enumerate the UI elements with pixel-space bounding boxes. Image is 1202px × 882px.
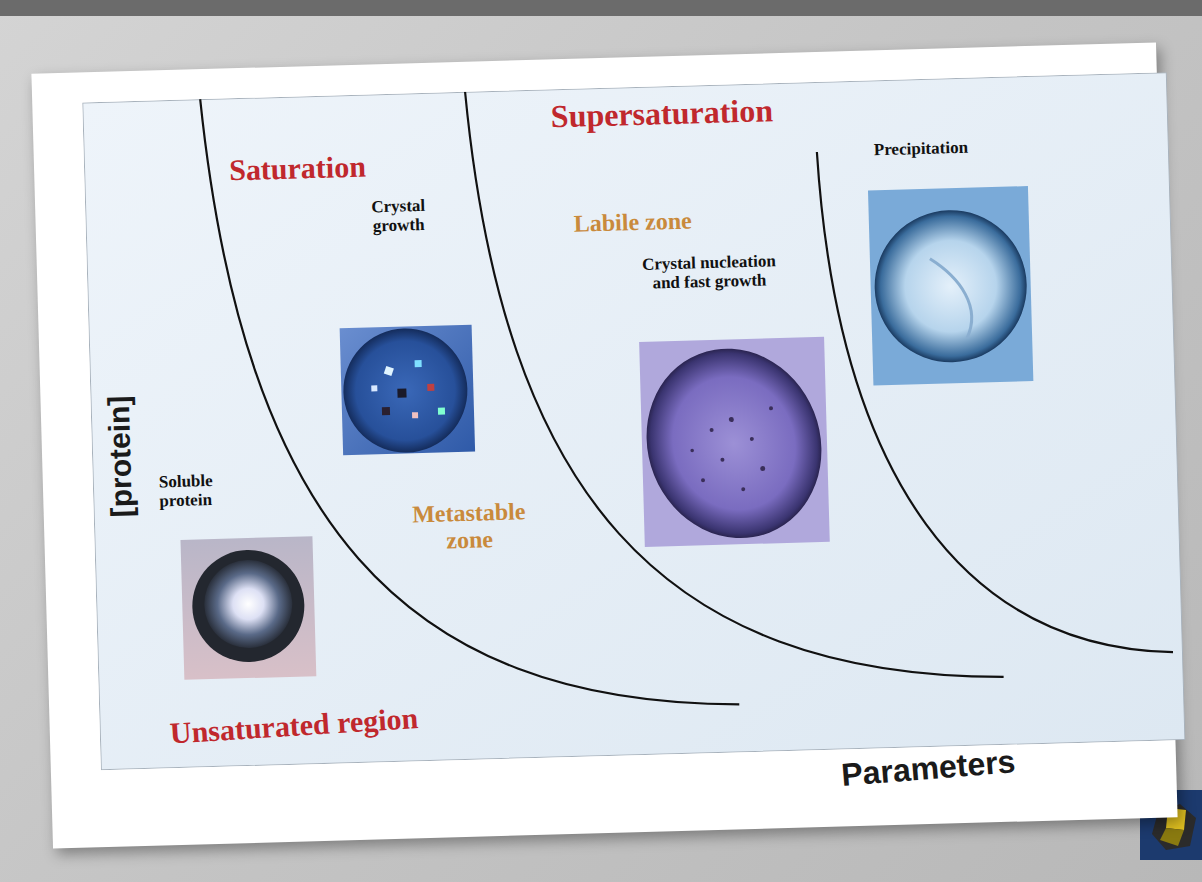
- slide-card: SupersaturationSaturation PrecipitationLa…: [31, 42, 1177, 848]
- nucleation-photo: [617, 321, 851, 567]
- supersolubility-curve: [465, 77, 1004, 691]
- panel-ground: [83, 73, 1185, 770]
- zone-name: Metastable zone: [398, 498, 539, 556]
- solubility-curves: [200, 72, 1174, 718]
- precipitation-photo: [868, 186, 1033, 385]
- photo-caption: Soluble protein: [159, 470, 242, 510]
- zone-heading: Saturation: [229, 150, 367, 187]
- photo-caption: Precipitation: [874, 138, 969, 160]
- zone-heading: Supersaturation: [550, 93, 773, 135]
- zone-name: Labile zone: [573, 207, 692, 237]
- axis-label: [protein]: [102, 395, 139, 518]
- soluble-drop-photo: [180, 536, 316, 680]
- crystal-growth-photo: [340, 325, 475, 456]
- photo-caption: Crystal nucleation and fast growth: [639, 251, 780, 293]
- axis-label: Parameters: [840, 744, 1017, 794]
- photo-caption: Crystal growth: [355, 195, 442, 235]
- precipitation-curve: [817, 142, 1173, 661]
- title-bar: [0, 0, 1202, 16]
